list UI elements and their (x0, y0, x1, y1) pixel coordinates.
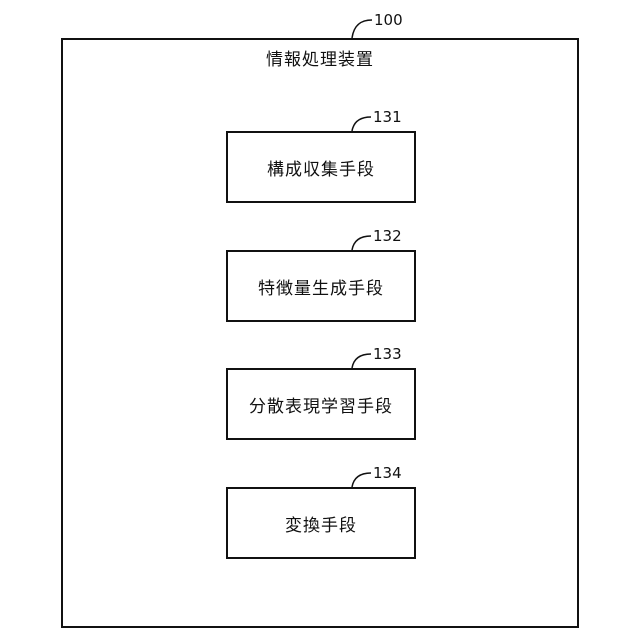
block-4-label: 変換手段 (285, 511, 357, 536)
block-3-ref-number: 133 (373, 347, 402, 362)
block-4: 変換手段 (226, 487, 416, 559)
block-2: 特徴量生成手段 (226, 250, 416, 322)
device-ref-number: 100 (374, 13, 403, 28)
block-1-ref-number: 131 (373, 110, 402, 125)
block-3-label: 分散表現学習手段 (249, 392, 393, 417)
block-1: 構成収集手段 (226, 131, 416, 203)
leader-line-device (352, 20, 372, 38)
device-title: 情報処理装置 (0, 45, 640, 70)
block-3: 分散表現学習手段 (226, 368, 416, 440)
block-4-ref-number: 134 (373, 466, 402, 481)
block-2-label: 特徴量生成手段 (258, 274, 384, 299)
block-2-ref-number: 132 (373, 229, 402, 244)
block-1-label: 構成収集手段 (267, 155, 375, 180)
